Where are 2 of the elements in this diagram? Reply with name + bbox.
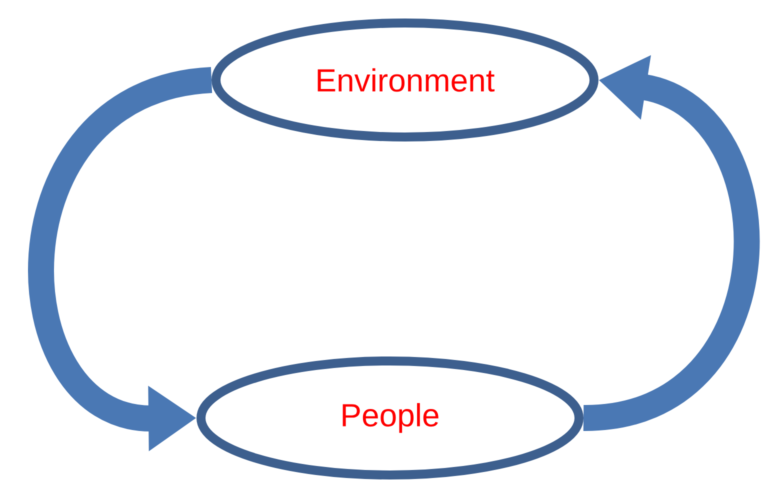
- ellipse-node: Environment: [212, 18, 598, 142]
- ellipse-node: People: [196, 356, 584, 480]
